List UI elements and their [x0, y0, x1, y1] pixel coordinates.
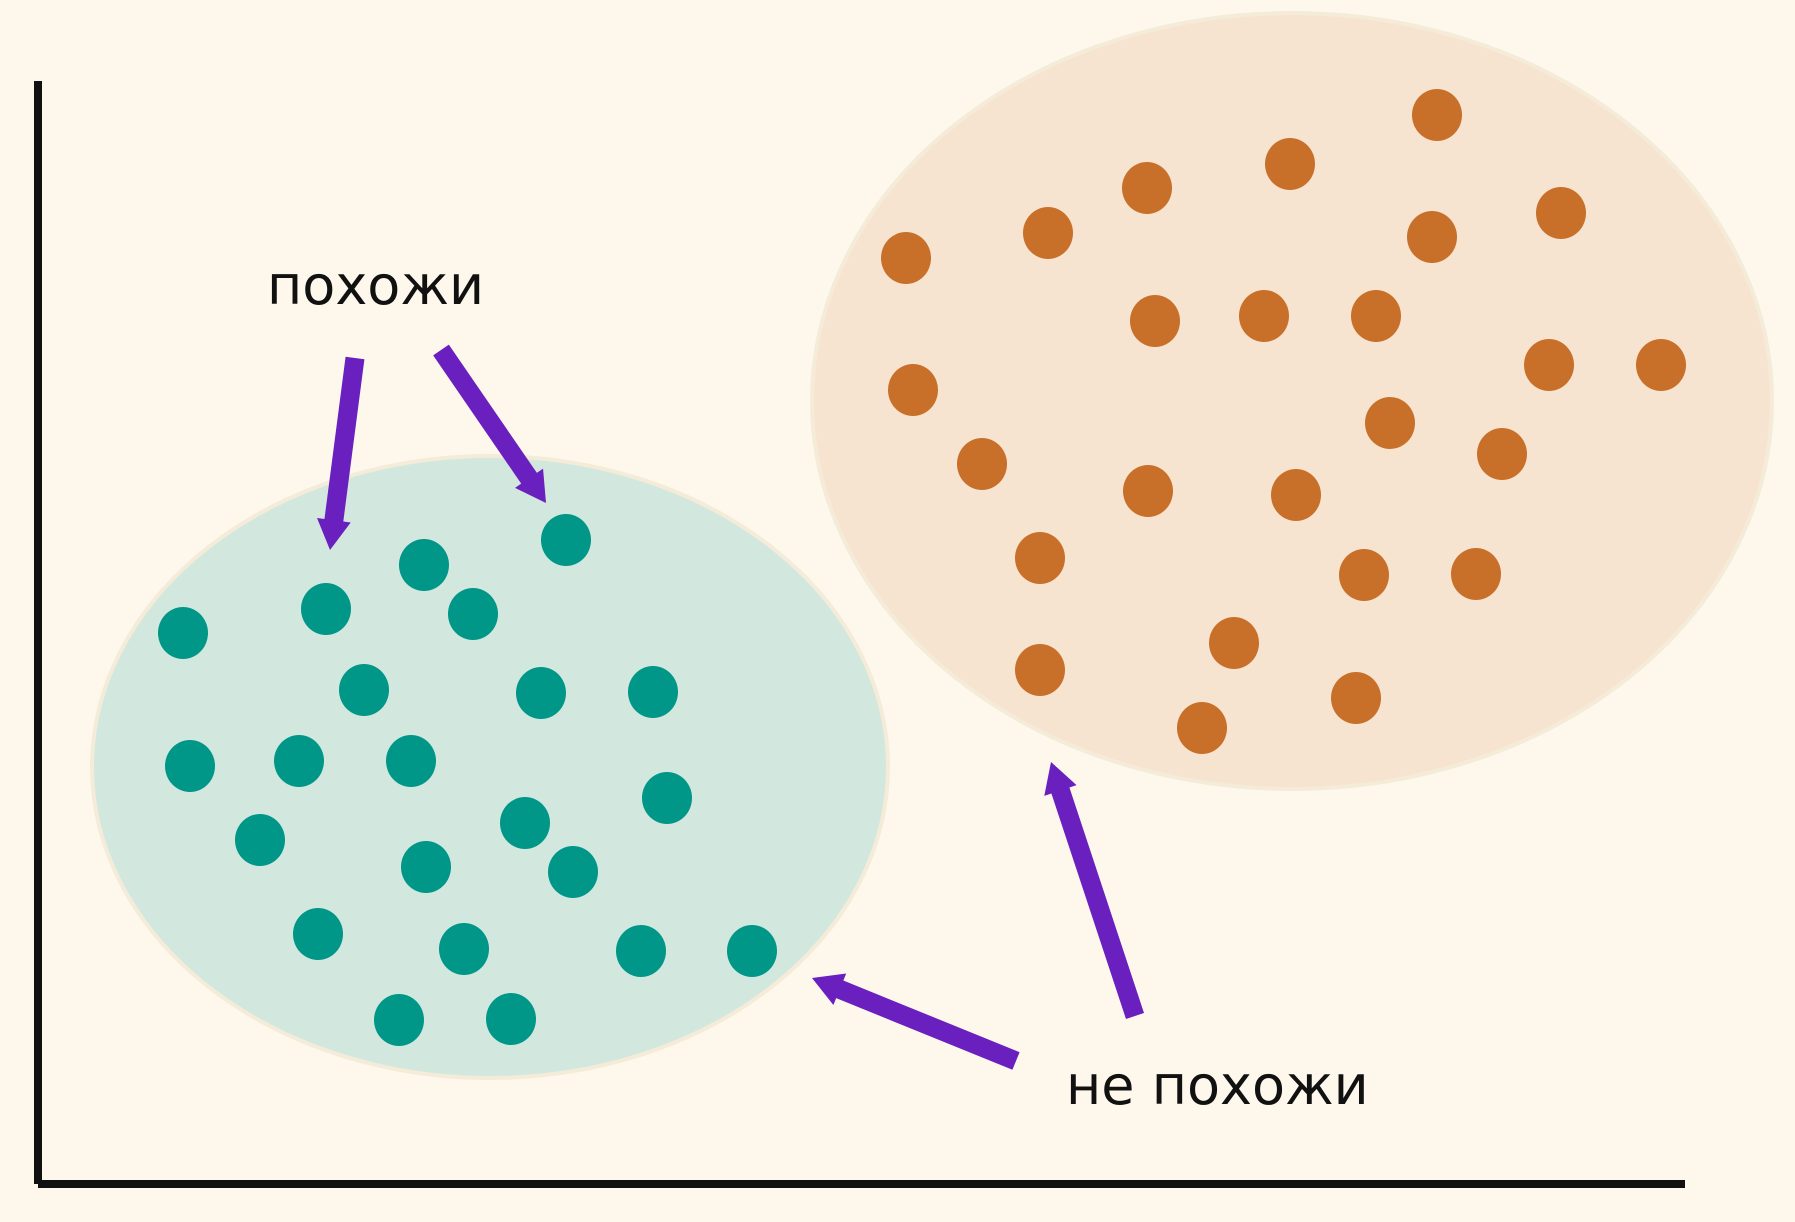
teal-point-6 [339, 664, 389, 716]
similar-label: похожи [267, 254, 484, 317]
teal-point-19 [616, 925, 666, 977]
teal-point-16 [548, 846, 598, 898]
orange-point-21 [1451, 548, 1501, 600]
orange-point-5 [881, 232, 931, 284]
orange-point-4 [1023, 207, 1073, 259]
orange-point-6 [1536, 187, 1586, 239]
similar-arrow-right-shaft [433, 344, 538, 486]
orange-point-7 [1407, 211, 1457, 263]
orange-point-24 [1331, 672, 1381, 724]
orange-point-15 [957, 438, 1007, 490]
orange-point-22 [1209, 617, 1259, 669]
teal-point-1 [158, 607, 208, 659]
similar-arrow-left-head [317, 518, 351, 550]
teal-point-18 [439, 923, 489, 975]
teal-point-10 [274, 735, 324, 787]
similar-arrow-right [433, 344, 546, 503]
teal-point-2 [301, 583, 351, 635]
not-similar-arrow-left-shaft [834, 979, 1020, 1070]
teal-cluster-region [90, 454, 890, 1080]
orange-point-25 [1177, 702, 1227, 754]
teal-point-8 [628, 666, 678, 718]
axes [34, 81, 1685, 1188]
orange-point-16 [1477, 428, 1527, 480]
teal-point-12 [642, 772, 692, 824]
similar-arrow-right-head [515, 468, 546, 503]
orange-point-13 [888, 364, 938, 416]
orange-point-1 [1412, 89, 1462, 141]
orange-point-3 [1122, 162, 1172, 214]
orange-point-10 [1351, 290, 1401, 342]
orange-point-18 [1271, 469, 1321, 521]
teal-point-15 [401, 841, 451, 893]
teal-point-5 [541, 514, 591, 566]
not-similar-arrow-up [1044, 762, 1145, 1019]
orange-point-9 [1239, 290, 1289, 342]
teal-point-4 [448, 588, 498, 640]
teal-point-22 [486, 993, 536, 1045]
orange-point-11 [1524, 339, 1574, 391]
orange-point-8 [1130, 295, 1180, 347]
teal-cluster-points [158, 514, 777, 1046]
orange-point-20 [1339, 549, 1389, 601]
not-similar-arrow-up-head [1044, 762, 1077, 796]
teal-point-14 [500, 797, 550, 849]
orange-cluster-region [810, 11, 1774, 791]
similar-arrow-left-shaft [324, 356, 365, 524]
teal-point-11 [386, 735, 436, 787]
teal-point-20 [727, 925, 777, 977]
orange-point-23 [1015, 644, 1065, 696]
teal-point-3 [399, 539, 449, 591]
teal-point-9 [165, 740, 215, 792]
teal-point-21 [374, 994, 424, 1046]
orange-point-17 [1123, 465, 1173, 517]
arrows [317, 344, 1145, 1070]
similar-arrow-left [317, 356, 365, 550]
not-similar-arrow-left-head [812, 973, 847, 1006]
teal-point-7 [516, 667, 566, 719]
orange-cluster-points [881, 89, 1686, 754]
not-similar-label: не похожи [1066, 1054, 1369, 1117]
teal-point-17 [293, 908, 343, 960]
orange-point-14 [1365, 397, 1415, 449]
not-similar-arrow-up-shaft [1050, 785, 1145, 1019]
not-similar-arrow-left [812, 973, 1020, 1070]
orange-point-12 [1636, 339, 1686, 391]
orange-point-19 [1015, 532, 1065, 584]
teal-point-13 [235, 814, 285, 866]
orange-point-2 [1265, 138, 1315, 190]
